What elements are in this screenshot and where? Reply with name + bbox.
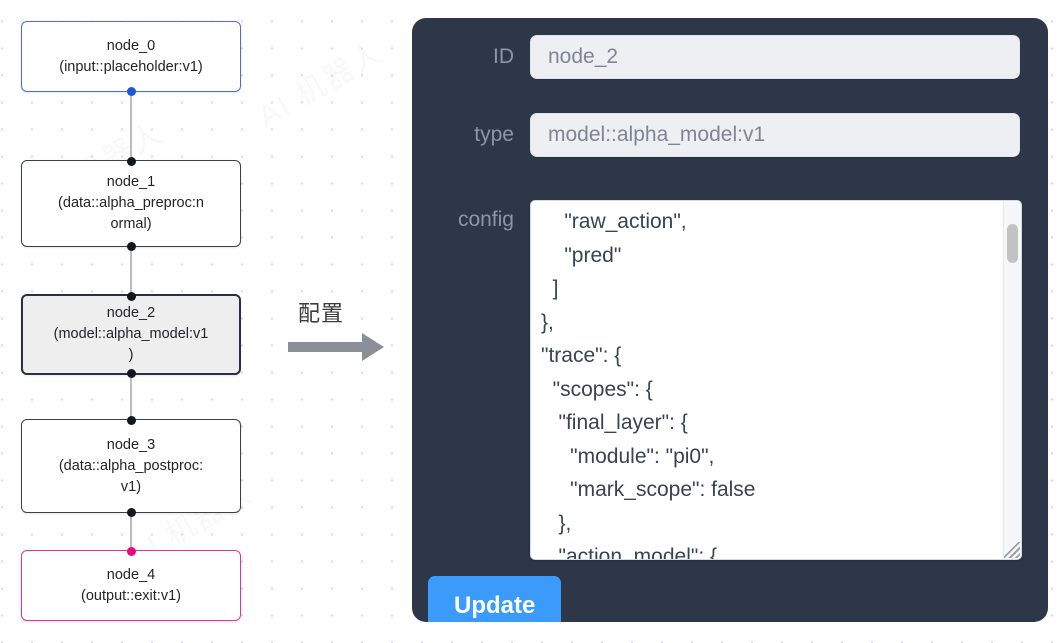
id-field-row: ID node_2 [412, 35, 1048, 79]
node-handle-top[interactable] [126, 156, 136, 166]
node-handle-top[interactable] [126, 291, 136, 301]
graph-node-node_2[interactable]: node_2 (model::alpha_model:v1 ) [21, 291, 241, 378]
arrow-label: 配置 [298, 302, 345, 327]
config-scrollbar-thumb[interactable] [1007, 224, 1018, 263]
node-handle-top[interactable] [126, 546, 136, 556]
watermark-text: AI 机器人 [252, 36, 390, 134]
node-handle-bottom[interactable] [126, 86, 136, 96]
type-field-row: type model::alpha_model:v1 [412, 113, 1048, 157]
node-handle-bottom[interactable] [126, 241, 136, 251]
graph-node-node_3[interactable]: node_3 (data::alpha_postproc: v1) [21, 415, 241, 517]
node-handle-bottom[interactable] [126, 368, 136, 378]
node-handle-top[interactable] [126, 415, 136, 425]
node-handle-bottom[interactable] [126, 507, 136, 517]
edge-node2-node3 [130, 375, 132, 419]
graph-node-node_0[interactable]: node_0 (input::placeholder:v1) [21, 21, 241, 96]
node-label: node_3 (data::alpha_postproc: v1) [58, 436, 204, 495]
config-field-row: config "raw_action", "pred" ] }, "trace"… [412, 200, 1048, 560]
node-label: node_1 (data::alpha_preproc:n ormal) [58, 174, 204, 232]
config-textarea-wrapper[interactable]: "raw_action", "pred" ] }, "trace": { "sc… [530, 200, 1022, 560]
id-label: ID [493, 45, 514, 68]
update-button[interactable]: Update [428, 576, 562, 622]
node-label: node_4 (output::exit:v1) [81, 566, 181, 604]
edge-node1-node2 [130, 247, 132, 294]
graph-node-node_4[interactable]: node_4 (output::exit:v1) [21, 546, 241, 621]
id-input[interactable]: node_2 [530, 35, 1020, 79]
config-arrow-group: 配置 [288, 296, 398, 366]
edge-node3-node4 [130, 513, 132, 550]
right-arrow-icon [288, 333, 384, 361]
node-config-panel: ID node_2 type model::alpha_model:v1 con… [412, 18, 1048, 622]
node-label: node_0 (input::placeholder:v1) [59, 37, 203, 75]
config-scrollbar[interactable] [1003, 201, 1021, 559]
type-label: type [474, 123, 514, 146]
config-textarea[interactable]: "raw_action", "pred" ] }, "trace": { "sc… [541, 210, 756, 559]
config-label: config [457, 208, 514, 231]
resize-grip-icon[interactable] [1004, 542, 1020, 558]
type-input[interactable]: model::alpha_model:v1 [530, 113, 1020, 157]
edge-node0-node1 [130, 92, 132, 160]
node-label: node_2 (model::alpha_model:v1 ) [53, 305, 209, 363]
graph-node-node_1[interactable]: node_1 (data::alpha_preproc:n ormal) [21, 156, 241, 251]
